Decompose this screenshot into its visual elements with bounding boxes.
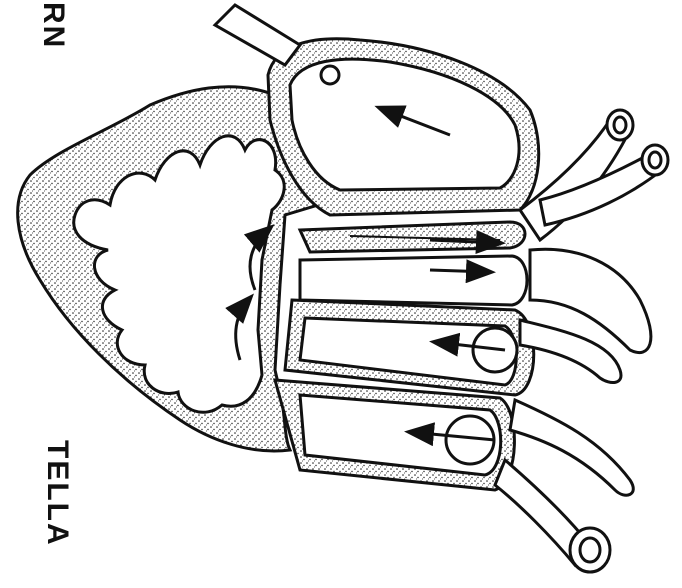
ventricle — [18, 87, 318, 451]
edge-label-top: RN — [36, 2, 70, 49]
bulbus-chamber — [268, 39, 539, 215]
atria — [275, 222, 534, 490]
edge-label-bottom: TELLA — [40, 440, 74, 547]
